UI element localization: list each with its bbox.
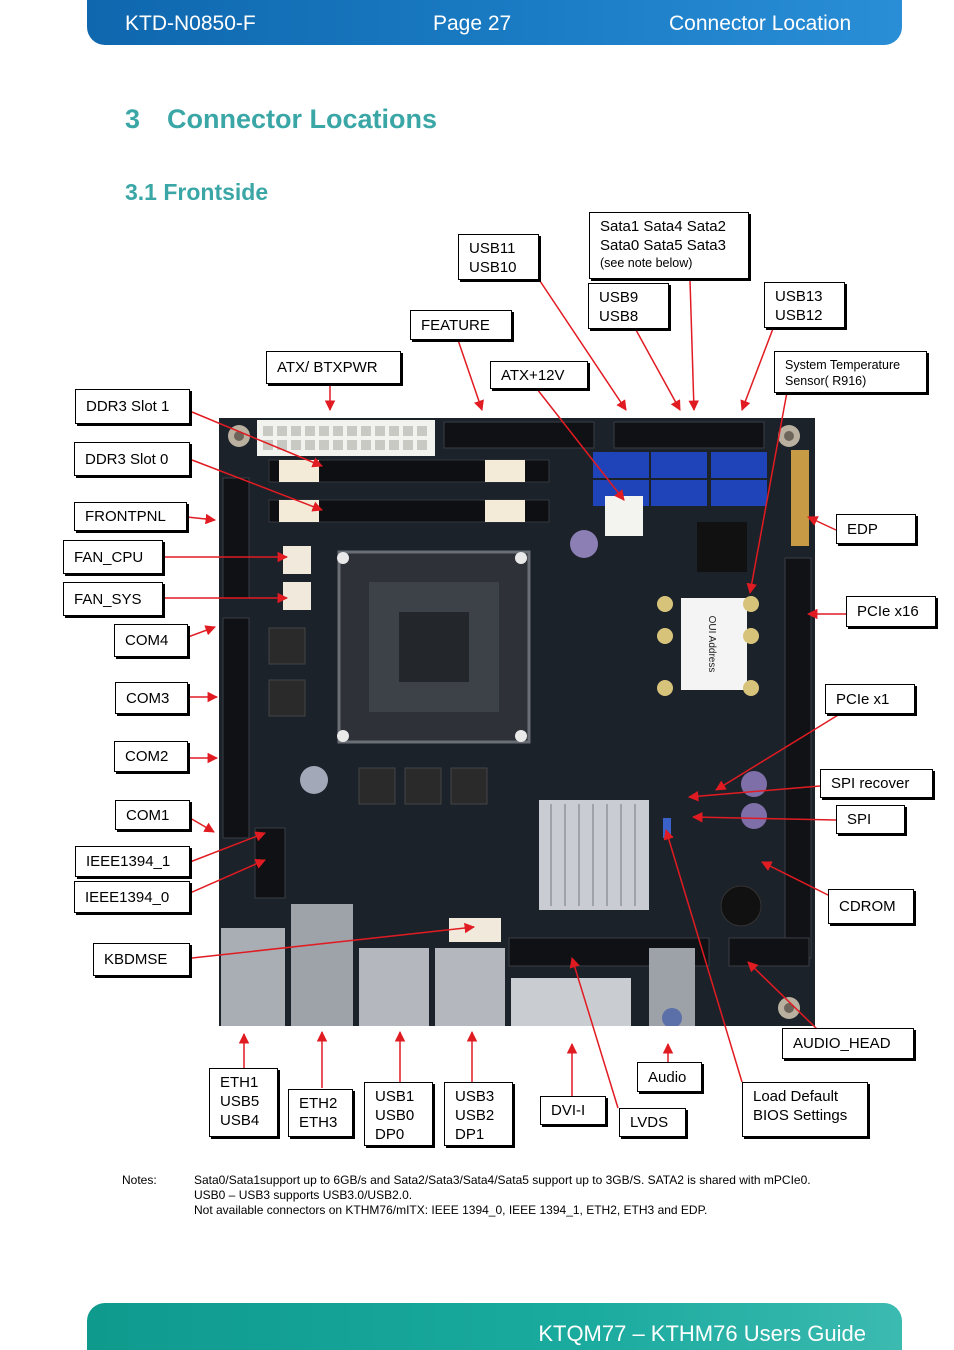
label-eth2-eth3: ETH2 ETH3	[288, 1089, 353, 1137]
label-ieee1394-1: IEEE1394_1	[75, 846, 190, 877]
label-load-default-bios: Load Default BIOS Settings	[742, 1082, 868, 1137]
label-com4: COM4	[114, 624, 188, 657]
mainboard-photo: OUI Address	[219, 418, 815, 1028]
header-section: Connector Location	[669, 12, 852, 35]
label-fan-sys: FAN_SYS	[63, 582, 163, 616]
page-header: KTD-N0850-F Page 27 Connector Location	[87, 0, 902, 45]
label-usb1-usb0-dp0: USB1 USB0 DP0	[364, 1082, 433, 1146]
label-usb3-usb2-dp1: USB3 USB2 DP1	[444, 1082, 513, 1146]
page-footer: KTQM77 – KTHM76 Users Guide	[87, 1303, 902, 1350]
label-atx12v: ATX+12V	[490, 361, 588, 389]
label-ieee1394-0: IEEE1394_0	[74, 881, 190, 913]
footer-title: KTQM77 – KTHM76 Users Guide	[538, 1321, 866, 1346]
label-eth1-usb5-usb4: ETH1 USB5 USB4	[209, 1068, 278, 1137]
label-usb13-usb12: USB13 USB12	[764, 282, 845, 328]
section-heading: 3 Connector Locations	[125, 104, 437, 135]
doc-id: KTD-N0850-F	[125, 12, 256, 35]
label-com3: COM3	[115, 682, 188, 714]
subsection-heading: 3.1 Frontside	[125, 179, 269, 205]
label-atx-btxpwr: ATX/ BTXPWR	[266, 351, 401, 384]
label-audio-head: AUDIO_HEAD	[782, 1028, 914, 1059]
label-feature: FEATURE	[410, 310, 512, 340]
label-audio: Audio	[637, 1062, 702, 1092]
mainboard-illustration: OUI Address	[219, 418, 815, 1028]
label-fan-cpu: FAN_CPU	[63, 540, 163, 574]
label-ddr3-slot0: DDR3 Slot 0	[74, 442, 190, 476]
page-number: Page 27	[433, 12, 512, 35]
label-cdrom: CDROM	[828, 889, 914, 924]
label-pcie-x16: PCIe x16	[846, 596, 936, 627]
label-frontpnl: FRONTPNL	[74, 502, 187, 531]
label-ddr3-slot1: DDR3 Slot 1	[75, 389, 190, 424]
label-sata: Sata1 Sata4 Sata2 Sata0 Sata5 Sata3(see …	[589, 212, 749, 279]
mac-sticker-text: OUI Address	[706, 616, 717, 673]
note-line-3: Not available connectors on KTHM76/mITX:…	[194, 1203, 708, 1217]
section-number: 3	[125, 104, 141, 134]
label-usb9-usb8: USB9 USB8	[588, 283, 669, 329]
label-spi: SPI	[836, 805, 905, 834]
sata-note: (see note below)	[600, 256, 693, 270]
note-line-2: USB0 – USB3 supports USB3.0/USB2.0.	[194, 1188, 413, 1202]
label-usb11-usb10: USB11 USB10	[458, 234, 539, 280]
label-com1: COM1	[115, 800, 190, 830]
label-lvds: LVDS	[619, 1108, 686, 1137]
label-edp: EDP	[836, 514, 916, 544]
notes-body: Sata0/Sata1support up to 6GB/s and Sata2…	[194, 1173, 894, 1218]
notes-key: Notes:	[122, 1173, 157, 1187]
label-dvi-i: DVI-I	[540, 1096, 606, 1125]
label-spi-recover: SPI recover	[820, 769, 933, 798]
section-title: Connector Locations	[167, 104, 438, 134]
label-kbdmse: KBDMSE	[93, 943, 190, 976]
label-pcie-x1: PCIe x1	[825, 684, 915, 714]
label-com2: COM2	[114, 741, 188, 772]
note-line-1: Sata0/Sata1support up to 6GB/s and Sata2…	[194, 1173, 811, 1187]
label-temp-sensor: System Temperature Sensor( R916)	[774, 351, 927, 393]
